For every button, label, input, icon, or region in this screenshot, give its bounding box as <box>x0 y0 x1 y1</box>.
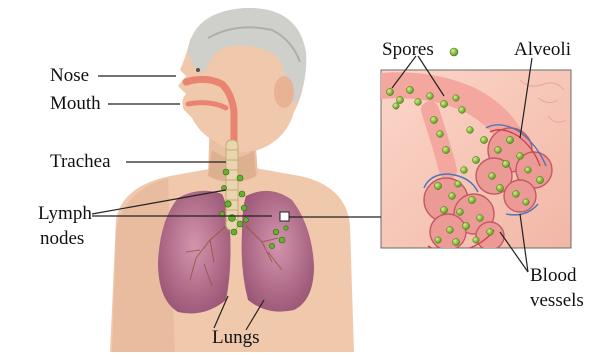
spores-label: Spores <box>382 40 434 60</box>
lymph-nodes-label-line1: Lymph <box>38 204 92 224</box>
nose-label: Nose <box>50 66 89 86</box>
mouth-label: Mouth <box>50 94 101 114</box>
blood-vessels-label-line2: vessels <box>530 291 584 311</box>
lymph-nodes-label-line2: nodes <box>40 229 84 249</box>
blood-vessels-label-line1: Blood <box>530 266 576 286</box>
spore-icon <box>450 48 458 56</box>
alveoli-inset <box>381 70 571 252</box>
trachea-label: Trachea <box>50 152 111 172</box>
head <box>178 8 306 152</box>
alveoli-label: Alveoli <box>514 40 571 60</box>
lungs-label: Lungs <box>212 328 260 348</box>
